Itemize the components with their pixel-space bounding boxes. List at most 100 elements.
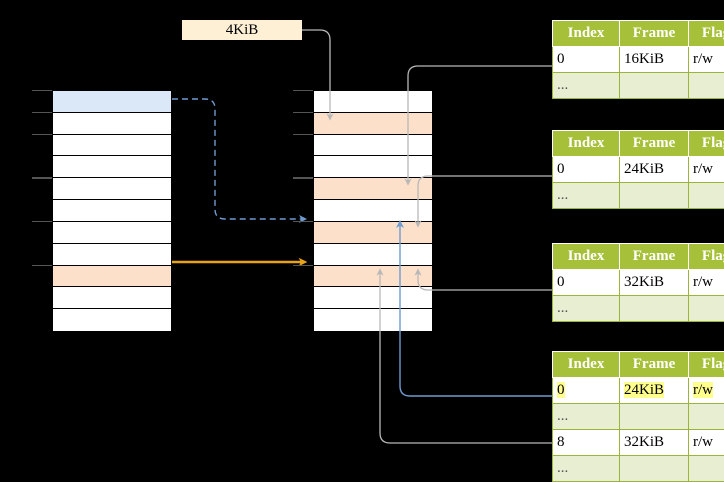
physical-frame-row [314,265,432,288]
column-header-flags: Flags [688,351,724,378]
column-header-index: Index [552,243,620,270]
row-tick-mark [293,133,313,135]
cell-frame [619,182,689,209]
page-table-header-row: IndexFrameFlags [552,20,724,47]
virtual-page-row [53,309,171,331]
virtual-page-row [53,178,171,201]
virtual-page-row [53,156,171,179]
column-header-frame: Frame [619,243,689,270]
cell-flags [688,72,724,99]
row-tick-mark [293,177,313,179]
connector-pt1-to-memory [404,65,552,186]
cell-frame [619,403,689,430]
column-header-index: Index [552,351,620,378]
page-table-ellipsis-row[interactable]: ... [552,455,724,482]
cell-index: ... [552,403,620,430]
cell-flags [688,295,724,322]
page-table-header-row: IndexFrameFlags [552,130,724,157]
page-table-ellipsis-row[interactable]: ... [552,403,724,430]
connector-pt4-row8-to-memory [376,268,552,444]
page-table-ellipsis-row[interactable]: ... [552,72,724,99]
row-tick-mark [32,177,52,179]
cell-flags: r/w [688,429,724,456]
virtual-page-row [53,134,171,157]
virtual-page-row [53,265,171,288]
cell-index: 0 [552,269,620,296]
cell-frame: 24KiB [619,156,689,183]
column-header-frame: Frame [619,351,689,378]
page-table-ellipsis-row[interactable]: ... [552,295,724,322]
virtual-page-row [53,112,171,135]
cell-frame [619,455,689,482]
row-tick-mark [293,264,313,266]
virtual-page-row [53,243,171,266]
cell-index: 8 [552,429,620,456]
virtual-page-row [53,221,171,244]
row-tick-mark [32,111,52,114]
physical-frame-row [314,287,432,310]
row-tick-mark [32,133,52,135]
row-tick-mark [293,220,313,223]
page-table-level-3: IndexFrameFlags032KiBr/w... [552,243,724,322]
cell-flags [688,403,724,430]
physical-frame-row [314,200,432,222]
physical-frame-row [314,178,432,201]
column-header-flags: Flags [688,243,724,270]
physical-frame-row [314,91,432,113]
physical-frame-row [314,112,432,135]
virtual-page-row [53,91,171,113]
cell-flags: r/w [688,377,724,404]
cell-frame: 32KiB [619,269,689,296]
row-tick-mark [32,264,52,266]
virtual-page-row [53,200,171,222]
cell-frame: 16KiB [619,46,689,73]
connector-virtual-page-dashed [172,98,308,223]
virtual-address-space-table [52,90,172,331]
connector-4kib-to-memory [302,29,334,121]
page-table-level-4: IndexFrameFlags024KiBr/w...832KiBr/w... [552,351,724,482]
cell-flags: r/w [688,269,724,296]
physical-frame-row [314,156,432,179]
physical-memory-table [313,90,433,331]
page-table-level-1: IndexFrameFlags016KiBr/w... [552,20,724,99]
column-header-frame: Frame [619,20,689,47]
cell-index: ... [552,455,620,482]
connector-pt3-to-memory [414,268,552,291]
physical-frame-row [314,134,432,157]
cell-index: 0 [552,46,620,73]
cell-flags: r/w [688,46,724,73]
page-table-ellipsis-row[interactable]: ... [552,182,724,209]
physical-frame-row [314,243,432,266]
cell-frame [619,72,689,99]
cell-index: ... [552,72,620,99]
column-header-flags: Flags [688,130,724,157]
cell-flags [688,182,724,209]
connector-pt4-row0-to-memory [395,219,552,397]
column-header-index: Index [552,130,620,157]
virtual-page-row [53,287,171,310]
cell-index: ... [552,182,620,209]
cell-index: 0 [552,377,620,404]
physical-frame-row [314,309,432,331]
column-header-index: Index [552,20,620,47]
page-table-header-row: IndexFrameFlags [552,351,724,378]
cell-index: ... [552,295,620,322]
page-table-header-row: IndexFrameFlags [552,243,724,270]
cell-flags: r/w [688,156,724,183]
connector-pt2-to-memory [414,175,552,228]
column-header-frame: Frame [619,130,689,157]
column-header-flags: Flags [688,20,724,47]
cell-frame [619,295,689,322]
row-tick-mark [32,220,52,223]
size-label-4kib: 4KiB [182,20,302,40]
cell-flags [688,455,724,482]
cell-index: 0 [552,156,620,183]
row-tick-mark [32,90,52,92]
